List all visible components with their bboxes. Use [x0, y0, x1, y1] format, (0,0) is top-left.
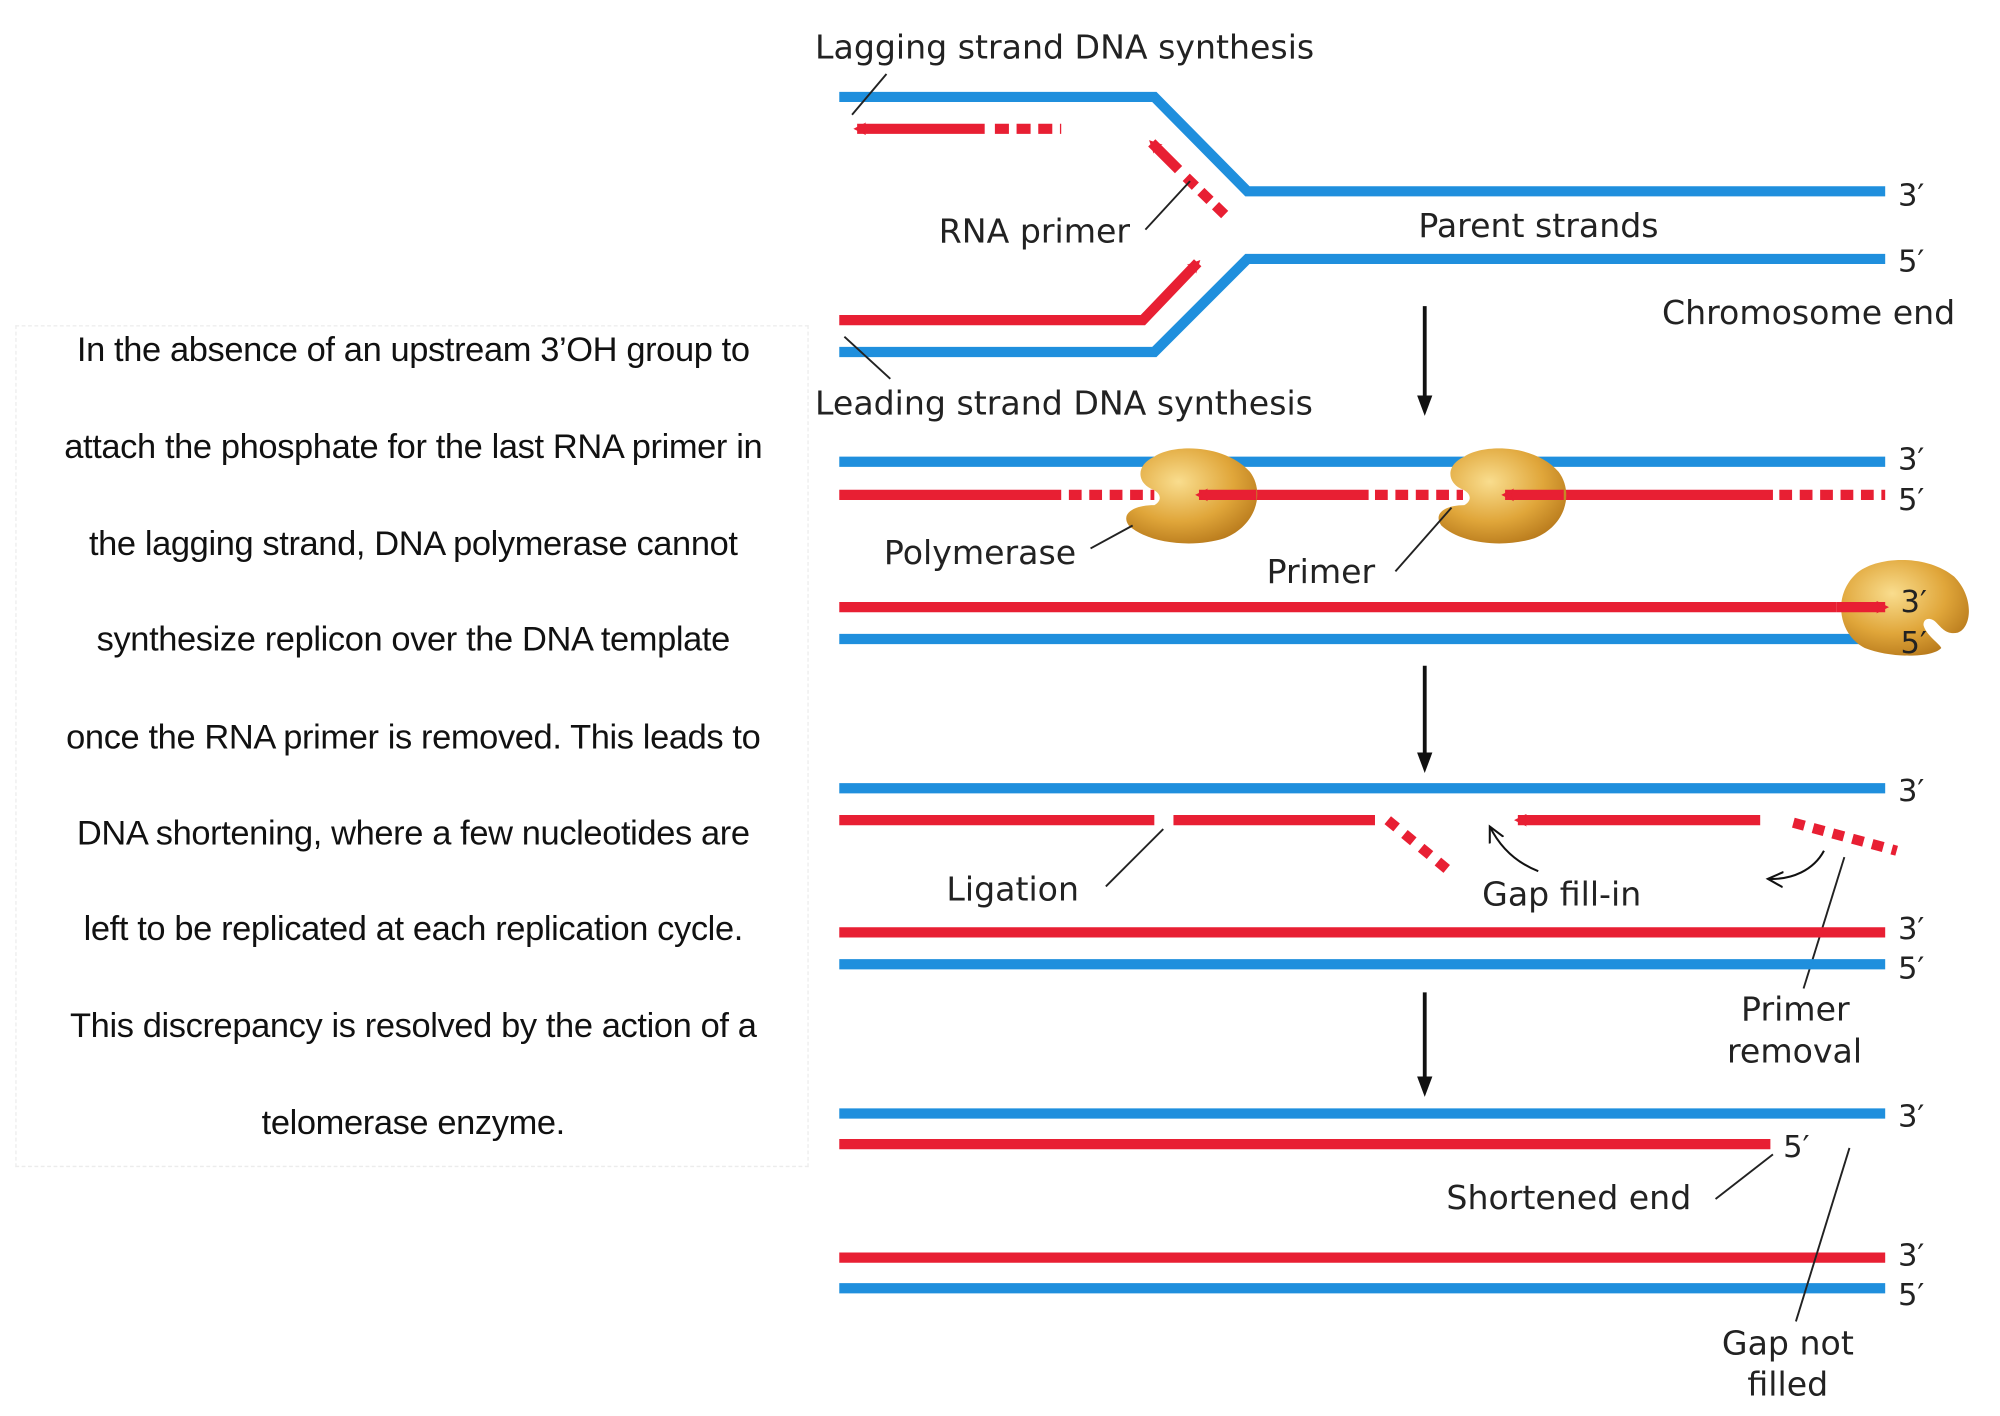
end-label-3prime: 3′ [1900, 585, 1926, 620]
polymerase-icon [1126, 448, 1258, 544]
curved-arrow-primer-removal [1768, 850, 1825, 879]
label-rna-primer: RNA primer [939, 211, 1131, 250]
end-label-3prime: 3′ [1898, 178, 1924, 213]
leading-strand-new [839, 259, 1202, 326]
lagging-new-fragment [1148, 139, 1183, 174]
explanation-line-8: This discrepancy is resolved by the acti… [70, 1006, 757, 1045]
explanation-box: In the absence of an upstream 3’OH group… [15, 325, 809, 1168]
label-parent-strands: Parent strands [1418, 206, 1658, 245]
leader-shortened-end [1714, 1153, 1774, 1200]
explanation-line-9: telomerase enzyme. [261, 1103, 566, 1142]
label-ligation: Ligation [946, 870, 1079, 909]
label-primer-removal-1: Primer [1741, 989, 1850, 1028]
end-label-5prime: 5′ [1898, 245, 1924, 280]
leader-ligation [1105, 828, 1164, 888]
label-primer-removal-2: removal [1727, 1031, 1862, 1070]
explanation-line-1: In the absence of an upstream 3’OH group… [76, 330, 750, 369]
label-leading-synthesis: Leading strand DNA synthesis [815, 384, 1313, 423]
explanation-line-3: the lagging strand, DNA polymerase canno… [88, 524, 738, 563]
panel-replication-fork: Lagging strand DNA synthesis RNA primer … [815, 28, 1955, 423]
explanation-line-2: attach the phosphate for the last RNA pr… [64, 427, 763, 466]
end-label-3prime: 3′ [1898, 1099, 1924, 1134]
leader-leading [843, 336, 891, 380]
label-polymerase: Polymerase [884, 533, 1076, 572]
label-gap-not-filled-2: filled [1747, 1364, 1828, 1403]
leader-primer [1394, 507, 1453, 573]
explanation-line-4: synthesize replicon over the DNA templat… [96, 619, 731, 659]
label-gap-not-filled-1: Gap not [1722, 1324, 1854, 1363]
fork-rna-primer [1182, 173, 1232, 222]
parent-strand-top [839, 91, 1886, 197]
explanation-line-7: left to be replicated at each replicatio… [83, 909, 744, 948]
parent-strand-bottom [839, 253, 1886, 358]
end-label-3prime: 3′ [1898, 442, 1924, 477]
end-label-5prime: 5′ [1783, 1130, 1809, 1165]
end-label-3prime: 3′ [1898, 912, 1924, 947]
leader-lagging [851, 73, 888, 116]
leader-rna-primer [1144, 180, 1191, 231]
label-chromosome-end: Chromosome end [1662, 293, 1955, 332]
end-label-5prime: 5′ [1898, 1278, 1924, 1313]
removed-primer-left [1384, 816, 1458, 879]
end-label-5prime: 5′ [1900, 626, 1926, 661]
end-label-3prime: 3′ [1898, 1238, 1924, 1273]
end-label-5prime: 5′ [1898, 483, 1924, 518]
panel-polymerase-synthesis: Polymerase Primer 3′ 5′ 3′ 5′ [839, 442, 1969, 661]
explanation-line-5: once the RNA primer is removed. This lea… [66, 718, 761, 757]
leader-polymerase [1090, 524, 1134, 550]
panel-ligation-gap-fill: 3′ Ligation Gap fill-in Primer removal 3… [839, 774, 1924, 1070]
explanation-line-6: DNA shortening, where a few nucleotides … [76, 813, 750, 853]
label-gap-fill-in: Gap fill-in [1482, 875, 1641, 914]
end-label-3prime: 3′ [1898, 774, 1924, 809]
polymerase-icon [1841, 559, 1969, 656]
label-shortened-end: Shortened end [1446, 1178, 1691, 1217]
leader-gap-not-filled [1794, 1147, 1851, 1322]
label-primer: Primer [1267, 552, 1376, 591]
end-label-5prime: 5′ [1898, 951, 1924, 986]
removed-primer-right [1792, 817, 1899, 856]
label-lagging-synthesis: Lagging strand DNA synthesis [815, 28, 1314, 67]
panel-shortened-end: 3′ 5′ Shortened end 3′ 5′ Gap not filled [839, 1099, 1924, 1403]
curved-arrow-gap-fill [1490, 827, 1539, 873]
